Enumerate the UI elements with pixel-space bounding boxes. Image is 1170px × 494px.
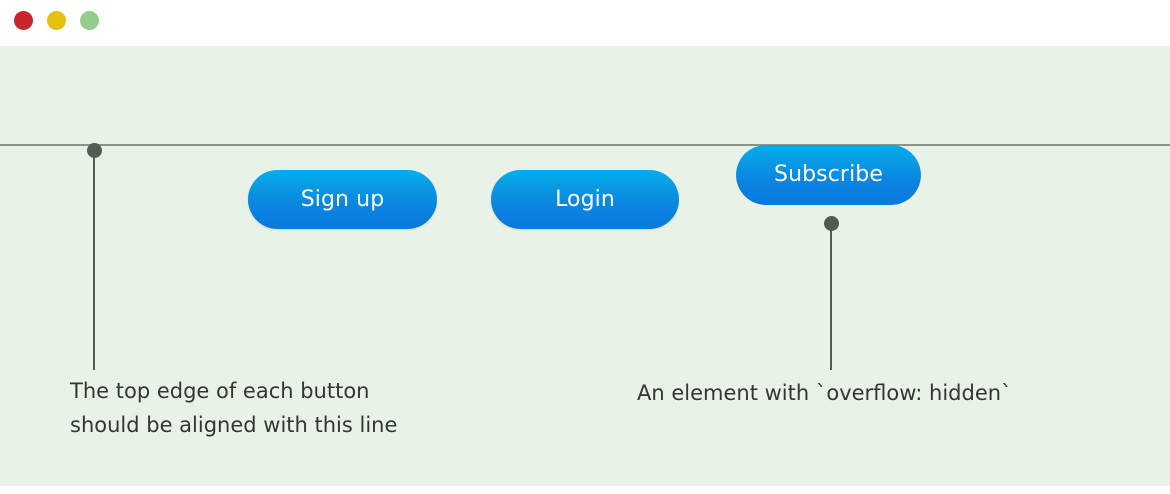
close-window-button[interactable] xyxy=(14,11,33,30)
window-titlebar xyxy=(0,0,1170,46)
window-controls xyxy=(14,11,99,30)
align-note-leader-line xyxy=(93,150,95,370)
align-note-caption: The top edge of each button should be al… xyxy=(70,379,398,437)
subscribe-button[interactable]: Subscribe xyxy=(736,145,921,205)
maximize-window-button[interactable] xyxy=(80,11,99,30)
overflow-hidden-container: Subscribe xyxy=(736,145,921,205)
overflow-note-caption: An element with `overflow: hidden` xyxy=(637,381,1012,405)
overflow-note-leader-line xyxy=(830,223,832,370)
minimize-window-button[interactable] xyxy=(47,11,66,30)
alignment-reference-line xyxy=(0,144,1170,146)
content-canvas: Sign up Login Subscribe The top edge of … xyxy=(0,46,1170,486)
sign-up-button[interactable]: Sign up xyxy=(248,170,437,229)
login-button[interactable]: Login xyxy=(491,170,679,229)
